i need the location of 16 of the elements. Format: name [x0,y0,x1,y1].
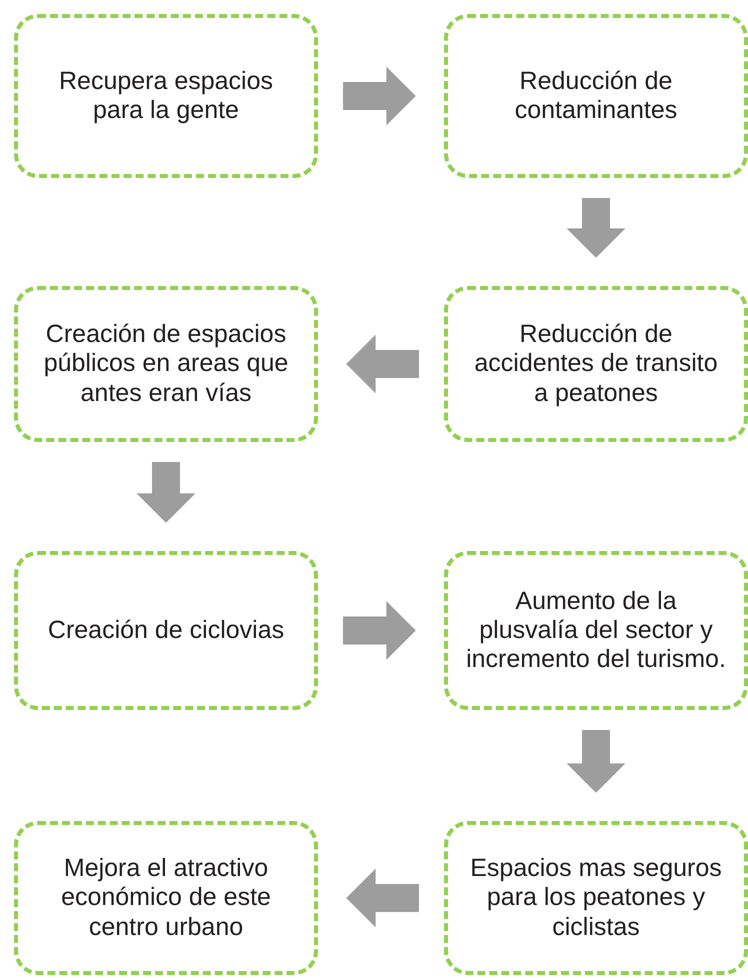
box-text: Recupera espacios para la gente [58,66,274,126]
box-text: Creación de ciclovias [48,616,284,646]
dashed-box [444,286,748,442]
box-text: Creación de espacios públicos en areas que antes eran vías [42,320,290,408]
dashed-box [14,821,318,975]
dashed-box [444,821,748,975]
dashed-box [14,14,318,178]
box-text: Mejora el atractivo económico de este centro urbano [60,854,272,942]
dashed-box [444,14,748,178]
box-text: Reducción de contaminantes [514,66,678,126]
dashed-box [14,286,318,442]
box-text: Aumento de la plusvalía del sector y incremento del turismo. [465,586,727,674]
box-text: Reducción de accidentes de transito a peatones [473,320,719,408]
box-text: Espacios mas seguros para los peatones y ciclistas [469,854,723,942]
dashed-box [444,551,748,710]
dashed-box [14,551,318,710]
